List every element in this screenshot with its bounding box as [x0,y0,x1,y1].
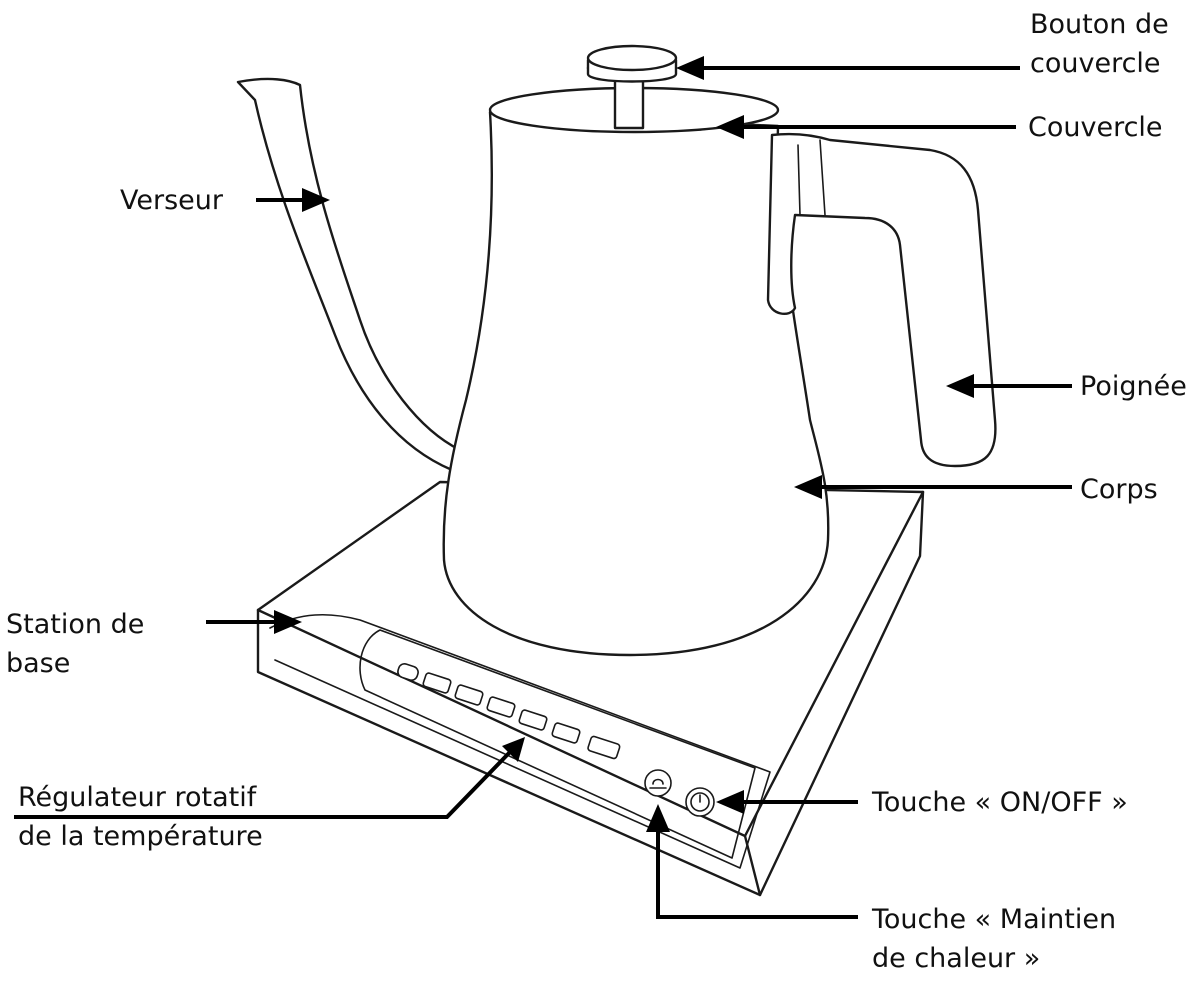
arrow-lid-knob [676,56,1020,80]
label-touche-on-off: Touche « ON/OFF » [872,787,1128,818]
arrows [14,56,1072,919]
temperature-buttons [396,662,621,760]
label-regulateur: Régulateur rotatif de la température [18,782,263,852]
label-station-base: Station de base [6,609,145,679]
preset-button[interactable] [551,722,581,744]
preset-button[interactable] [518,709,548,731]
arrow-on-off [716,790,858,814]
arrow-body [794,475,1072,499]
handle [766,132,997,468]
power-button[interactable] [685,787,715,817]
label-verseur: Verseur [120,185,223,216]
preset-button[interactable] [422,672,452,694]
label-poignee: Poignée [1080,371,1187,402]
arrow-handle [946,374,1072,398]
preset-button[interactable] [454,684,484,706]
arrow-base [206,610,302,634]
arrow-keep-warm [646,804,858,919]
label-touche-maintien: Touche « Maintien de chaleur » [872,904,1117,974]
control-panel [359,629,756,859]
label-bouton-couvercle: Bouton de couvercle [1030,9,1169,79]
arrow-regulator [14,737,525,819]
keep-warm-button[interactable] [644,769,672,797]
arrow-spout [256,188,330,212]
arrow-lid [716,115,1016,139]
lid-knob [586,44,678,130]
preset-button[interactable] [587,735,621,760]
preset-button[interactable] [486,696,516,718]
label-corps: Corps [1080,474,1158,505]
spout [236,77,462,472]
preset-button[interactable] [396,662,419,681]
label-couvercle: Couvercle [1028,112,1163,143]
